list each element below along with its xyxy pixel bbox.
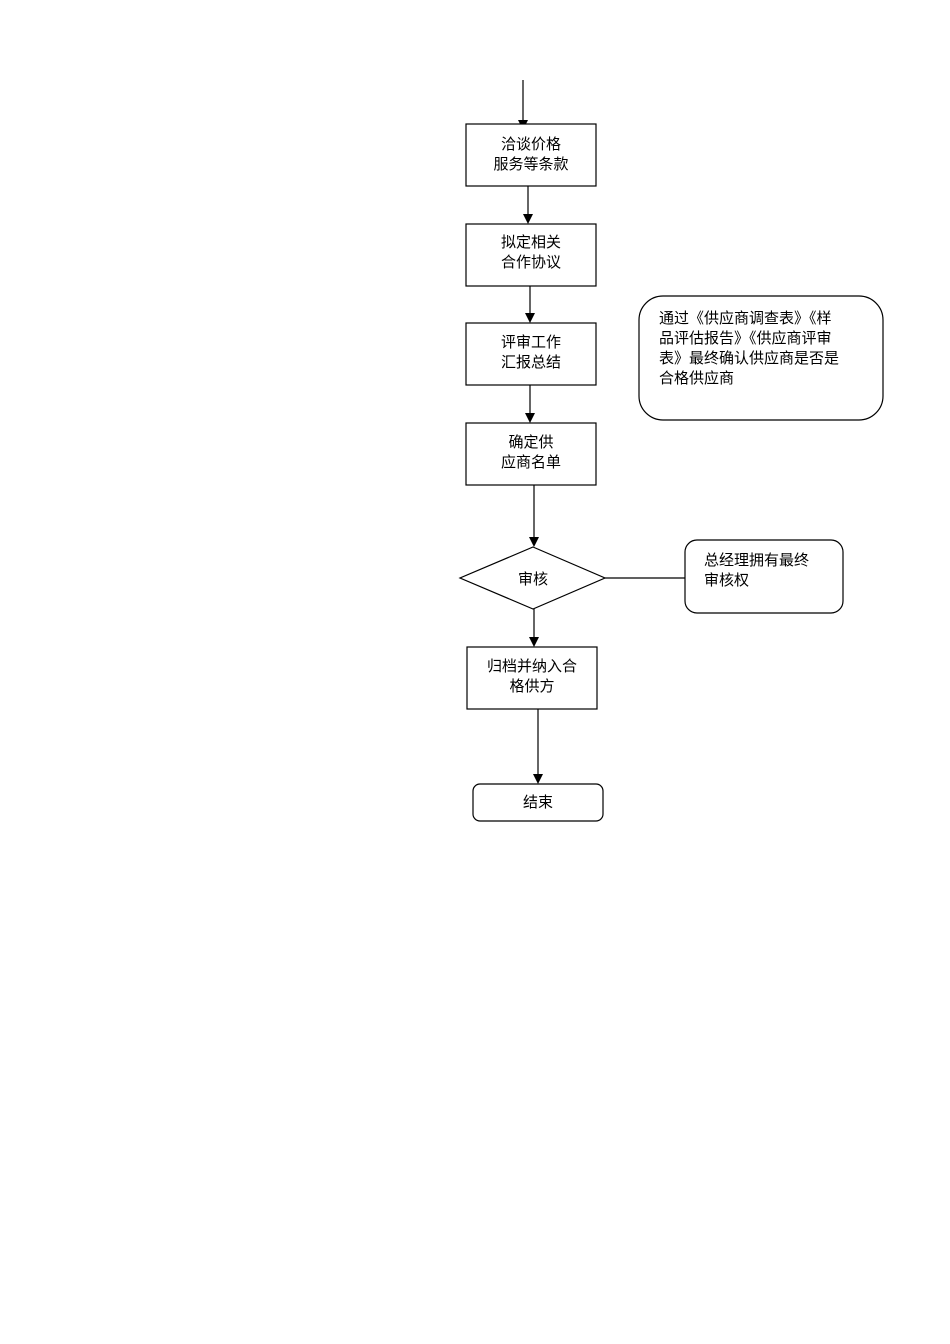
note-text-confirmation-line1: 通过《供应商调查表》《样	[659, 309, 832, 327]
step-label-archive-line1: 归档并纳入合	[486, 657, 577, 675]
step-box-review-report	[465, 322, 597, 386]
arrowhead-confirm	[525, 413, 535, 423]
decision-label-approve: 审核	[517, 570, 548, 588]
note-text-confirmation-line3: 表》最终确认供应商是否是	[659, 349, 840, 367]
step-box-negotiate	[465, 123, 597, 187]
step-label-draft: 拟定相关 合作协议	[466, 232, 596, 272]
step-box-draft	[465, 223, 597, 287]
note-text-authority-line1: 总经理拥有最终	[704, 551, 810, 569]
note-text-authority-line2: 审核权	[704, 571, 750, 589]
step-label-review-report: 评审工作 汇报总结	[466, 332, 596, 372]
note-text-confirmation-line2: 品评估报告》《供应商评审	[659, 329, 832, 347]
step-label-review-report-line1: 评审工作	[500, 333, 561, 351]
note-text-authority: 总经理拥有最终 审核权	[704, 550, 809, 590]
step-box-archive	[466, 646, 598, 710]
arrowhead-end	[533, 774, 543, 784]
step-label-archive: 归档并纳入合 格供方	[467, 656, 597, 696]
step-label-draft-line1: 拟定相关	[500, 233, 561, 251]
step-label-negotiate: 洽谈价格 服务等条款	[466, 134, 596, 174]
note-box-authority	[684, 539, 844, 614]
note-text-confirmation: 通过《供应商调查表》《样 品评估报告》《供应商评审 表》最终确认供应商是否是 合…	[659, 308, 839, 388]
step-label-negotiate-line2: 服务等条款	[493, 155, 569, 173]
step-label-negotiate-line1: 洽谈价格	[500, 135, 561, 153]
note-text-confirmation-line4: 合格供应商	[659, 369, 735, 387]
step-label-confirm-list-line2: 应商名单	[500, 453, 561, 471]
step-box-confirm-list	[465, 422, 597, 486]
note-box-confirmation	[638, 295, 884, 421]
step-label-confirm-list: 确定供 应商名单	[466, 432, 596, 472]
arrowhead-approve	[529, 537, 539, 547]
step-label-draft-line2: 合作协议	[500, 253, 561, 271]
terminator-label-end: 结束	[522, 793, 553, 811]
step-label-review-report-line2: 汇报总结	[500, 353, 561, 371]
arrowhead-review	[525, 313, 535, 323]
terminator-end	[472, 783, 604, 822]
decision-diamond-approve	[458, 546, 607, 610]
arrowhead-draft	[523, 214, 533, 224]
arrowhead-archive	[529, 637, 539, 647]
step-label-archive-line2: 格供方	[509, 677, 555, 695]
step-label-confirm-list-line1: 确定供	[508, 433, 554, 451]
